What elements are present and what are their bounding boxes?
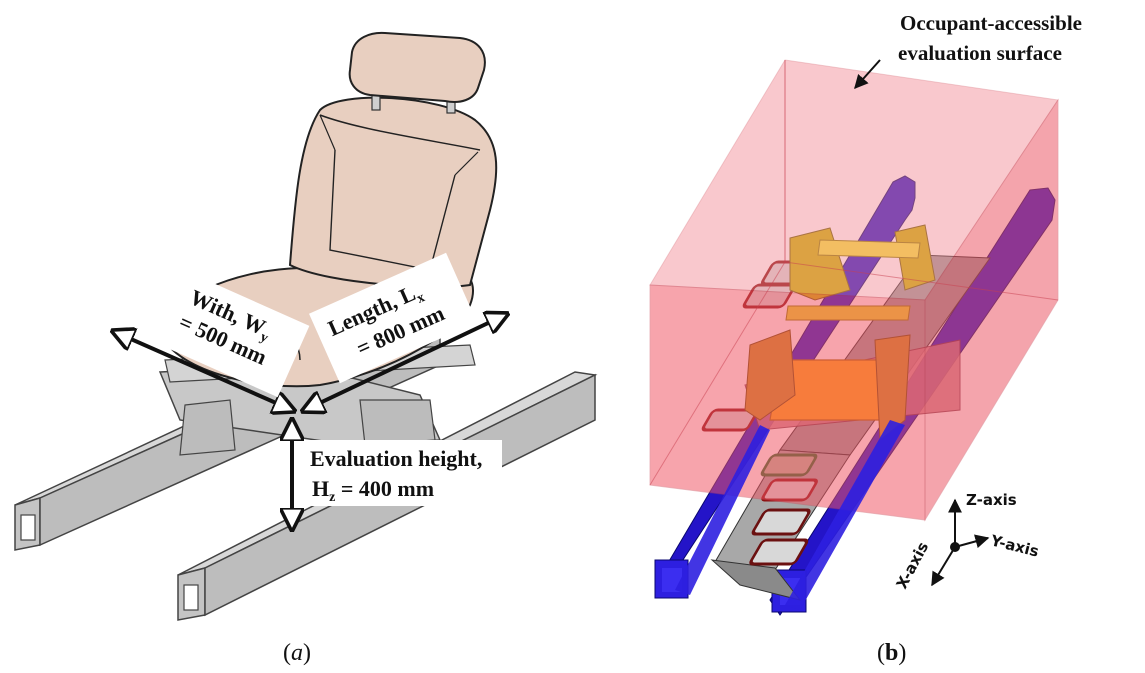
rail-beam-right-front <box>785 420 905 610</box>
surface-label-line1: Occupant-accessible <box>900 11 1082 35</box>
length-arrow <box>305 315 505 410</box>
panel-a: With, Wy = 500 mm Length, Lx = 800 mm Ev… <box>14 31 598 666</box>
headrest <box>348 31 486 114</box>
rail-beam-left-front <box>675 425 770 595</box>
height-label: Evaluation height, Hz = 400 mm <box>306 440 502 506</box>
surface-arrow <box>854 59 881 90</box>
width-arrow <box>115 332 292 410</box>
caption-b: (b) <box>877 640 906 666</box>
svg-text:Hz = 400 mm: Hz = 400 mm <box>312 476 434 505</box>
height-label-suffix: = 400 mm <box>335 476 434 501</box>
y-axis-label: Y-axis <box>988 531 1041 561</box>
seat-back <box>288 96 498 288</box>
z-axis-label: Z-axis <box>966 491 1017 509</box>
panel-b: Occupant-accessible evaluation surface Z… <box>649 11 1082 666</box>
x-axis-label: X-axis <box>893 539 933 592</box>
evaluation-box <box>649 59 1059 522</box>
svg-text:Evaluation height,: Evaluation height, <box>310 446 482 471</box>
height-label-line1: Evaluation height, <box>310 446 482 471</box>
surface-label-line2: evaluation surface <box>898 41 1062 65</box>
height-label-prefix: H <box>312 476 329 501</box>
caption-a: (a) <box>283 640 311 666</box>
height-label-sub: z <box>329 490 335 505</box>
seat-bracket <box>744 224 961 442</box>
